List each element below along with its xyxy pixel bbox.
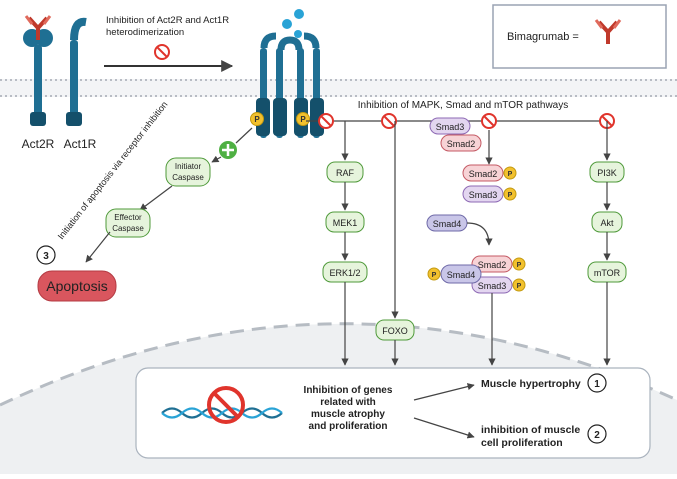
svg-text:mTOR: mTOR	[594, 268, 621, 278]
bimagrumab-legend-box	[492, 4, 667, 69]
receptor-to-plus-arrow	[235, 127, 253, 144]
no-foxo-icon	[381, 113, 397, 129]
plus-icon	[219, 141, 237, 159]
smad2-p-node: Smad2 P	[462, 164, 517, 182]
svg-text:P: P	[517, 283, 522, 290]
svg-text:Smad3: Smad3	[436, 122, 465, 132]
svg-text:RAF: RAF	[336, 168, 355, 178]
inhibition-heterodimer-text: Inhibition of Act2R and Act1R	[106, 15, 229, 26]
initiator-caspase-node	[165, 157, 211, 187]
outcome-2-badge	[587, 424, 607, 444]
svg-text:1: 1	[594, 379, 600, 390]
initiator-to-effector-arrow	[139, 185, 173, 211]
outcome-2-label-1: inhibition of muscle	[481, 424, 580, 436]
to-hypertrophy-arrow	[413, 383, 475, 401]
svg-text:P: P	[432, 272, 437, 279]
smad2-top-node: Smad2	[440, 134, 482, 152]
genes-text-3: muscle atrophy	[311, 409, 385, 420]
svg-text:Smad4: Smad4	[433, 219, 462, 229]
dna-helix-icon	[161, 407, 283, 419]
svg-text:P: P	[517, 262, 522, 269]
svg-text:P: P	[300, 115, 306, 124]
svg-text:P: P	[508, 171, 513, 178]
genes-text-2: related with	[320, 397, 376, 408]
svg-text:MEK1: MEK1	[333, 218, 358, 228]
svg-text:P: P	[254, 115, 260, 124]
inhibition-heterodimer-text-2: heterodimerization	[106, 27, 184, 38]
apoptosis-label: Apoptosis	[46, 278, 107, 294]
svg-text:Smad4: Smad4	[447, 270, 476, 280]
cell-membrane	[0, 79, 677, 97]
plus-to-initiator-arrow	[211, 155, 222, 163]
nuclear-membrane	[0, 322, 677, 407]
svg-text:Smad2: Smad2	[447, 139, 476, 149]
smad4-free-node: Smad4	[426, 214, 468, 232]
svg-text:Caspase: Caspase	[172, 173, 204, 182]
act1r-label: Act1R	[64, 137, 97, 151]
act2r-receptor-icon	[23, 29, 53, 126]
no-smad-icon	[481, 113, 497, 129]
genes-text-4: and proliferation	[309, 421, 388, 432]
svg-text:Effector: Effector	[114, 213, 142, 222]
apoptosis-node	[37, 270, 117, 302]
svg-text:Smad3: Smad3	[469, 190, 498, 200]
svg-text:P: P	[508, 192, 513, 199]
smad4-join-arrow	[466, 222, 493, 246]
act2r-label: Act2R	[22, 137, 55, 151]
no-heterodimer-icon	[154, 44, 170, 60]
svg-text:Caspase: Caspase	[112, 224, 144, 233]
bimagrumab-label: Bimagrumab =	[507, 31, 579, 43]
effector-to-apoptosis-arrow	[85, 231, 111, 263]
ligand-dots-icon	[282, 9, 304, 38]
svg-text:Smad2: Smad2	[478, 260, 507, 270]
no-mapk-icon	[318, 113, 334, 129]
genes-text-1: Inhibition of genes	[304, 385, 393, 396]
smad3-p-node: Smad3 P	[462, 185, 517, 203]
svg-text:FOXO: FOXO	[382, 326, 408, 336]
to-proliferation-arrow	[413, 417, 475, 439]
outcome-1-label: Muscle hypertrophy	[481, 378, 581, 390]
svg-text:Smad2: Smad2	[469, 169, 498, 179]
pathways-title: Inhibition of MAPK, Smad and mTOR pathwa…	[358, 100, 568, 111]
svg-text:Smad3: Smad3	[478, 281, 507, 291]
smad-complex-node: Smad2 Smad3 Smad4 P P P	[427, 255, 526, 294]
outcome-1-badge	[587, 373, 607, 393]
svg-text:3: 3	[43, 251, 49, 262]
act1r-receptor-icon	[66, 17, 87, 126]
outcome-2-label-2: cell proliferation	[481, 437, 563, 449]
svg-text:ERK1/2: ERK1/2	[329, 268, 360, 278]
phospho-left-icon: P	[250, 112, 264, 126]
svg-text:PI3K: PI3K	[597, 168, 617, 178]
svg-text:Akt: Akt	[600, 218, 614, 228]
no-genes-icon	[207, 386, 245, 424]
effector-caspase-node	[105, 208, 151, 238]
smad3-top-node: Smad3	[429, 117, 471, 135]
outcome-3-badge	[36, 245, 56, 265]
phospho-right-icon: P	[296, 112, 310, 126]
svg-text:2: 2	[594, 430, 600, 441]
svg-text:Initiator: Initiator	[175, 162, 202, 171]
gene-box	[135, 367, 651, 459]
